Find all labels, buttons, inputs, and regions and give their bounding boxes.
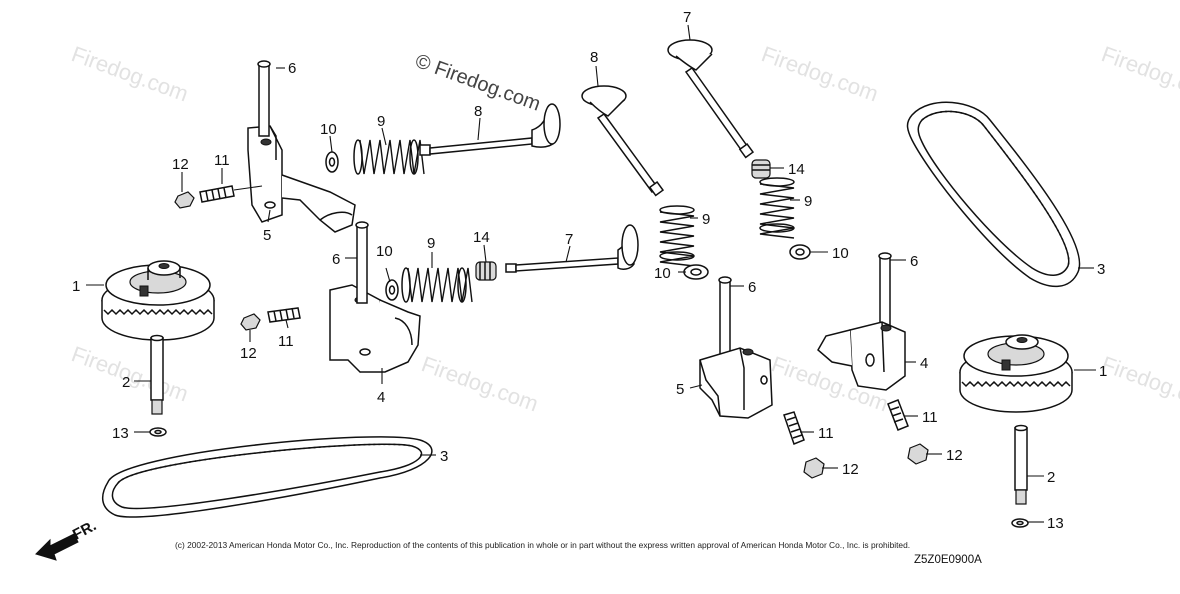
callout-14: 14 bbox=[788, 161, 805, 178]
exhaust-valve-upper-left bbox=[419, 103, 561, 156]
callout-4: 4 bbox=[377, 389, 385, 406]
valve-middle-8 bbox=[581, 85, 665, 197]
pin-right bbox=[1014, 424, 1028, 505]
callout-9: 9 bbox=[702, 211, 710, 228]
timing-belt-right bbox=[906, 101, 1081, 287]
callout-11: 11 bbox=[214, 152, 230, 169]
callout-13: 13 bbox=[1047, 515, 1064, 532]
spring-seat-lower-left bbox=[385, 279, 399, 301]
spring-seat-upper-right bbox=[789, 244, 811, 260]
watermark: Firedog.com bbox=[68, 41, 191, 106]
watermark: Firedog.com bbox=[1098, 41, 1180, 106]
adjusting-screw-middle bbox=[783, 411, 805, 445]
callout-6: 6 bbox=[748, 279, 756, 296]
callout-13: 13 bbox=[112, 425, 129, 442]
adjusting-screw-lower-left bbox=[267, 307, 301, 323]
lock-nut-lower-left bbox=[240, 313, 261, 331]
arrow-icon bbox=[35, 533, 79, 561]
callout-8: 8 bbox=[474, 103, 482, 120]
callout-14: 14 bbox=[473, 229, 490, 246]
callout-2: 2 bbox=[1047, 469, 1055, 486]
callout-12: 12 bbox=[842, 461, 859, 478]
rocker-arm-upper-left bbox=[247, 125, 356, 233]
callout-12: 12 bbox=[946, 447, 963, 464]
timing-pulley-right bbox=[959, 334, 1073, 413]
pivot-pin-right bbox=[878, 252, 892, 327]
callout-5: 5 bbox=[676, 381, 684, 398]
valve-spring-lower-left bbox=[401, 267, 473, 303]
timing-pulley-left bbox=[101, 260, 215, 341]
callout-numbers: 1 2 13 3 6 5 11 12 10 9 8 6 10 9 14 7 11… bbox=[72, 9, 1107, 532]
rocker-arm-right bbox=[817, 321, 906, 391]
callout-11: 11 bbox=[278, 333, 294, 350]
rocker-arm-middle bbox=[699, 347, 773, 419]
valve-stem-seal-lower-left bbox=[475, 261, 497, 281]
callout-5: 5 bbox=[263, 227, 271, 244]
pin-left bbox=[150, 334, 164, 415]
valve-stem-seal-upper-right bbox=[751, 159, 771, 179]
callout-1: 1 bbox=[72, 278, 80, 295]
callout-7: 7 bbox=[565, 231, 573, 248]
callout-1: 1 bbox=[1099, 363, 1107, 380]
valve-spring-upper-right bbox=[759, 177, 795, 239]
callout-3: 3 bbox=[1097, 261, 1105, 278]
leader-lines bbox=[86, 24, 1096, 523]
callout-4: 4 bbox=[920, 355, 928, 372]
spring-seat-upper-left bbox=[325, 151, 339, 173]
callout-7: 7 bbox=[683, 9, 691, 26]
front-direction-arrow: FR. bbox=[35, 517, 99, 561]
callout-6: 6 bbox=[910, 253, 918, 270]
callout-10: 10 bbox=[376, 243, 393, 260]
pivot-pin-upper-left bbox=[257, 60, 271, 137]
adjusting-screw-right bbox=[887, 399, 909, 431]
adjusting-screw-upper-left bbox=[199, 185, 263, 203]
callout-9: 9 bbox=[804, 193, 812, 210]
callout-11: 11 bbox=[922, 409, 938, 426]
callout-2: 2 bbox=[122, 374, 130, 391]
washer-right bbox=[1011, 518, 1029, 528]
timing-belt-left bbox=[101, 436, 433, 518]
callout-3: 3 bbox=[440, 448, 448, 465]
pivot-pin-lower-left bbox=[355, 221, 369, 304]
callout-12: 12 bbox=[172, 156, 189, 173]
callout-6: 6 bbox=[288, 60, 296, 77]
callout-8: 8 bbox=[590, 49, 598, 66]
callout-11: 11 bbox=[818, 425, 834, 442]
watermark: Firedog.com bbox=[758, 41, 881, 106]
pivot-pin-middle bbox=[718, 276, 732, 356]
callout-12: 12 bbox=[240, 345, 257, 362]
valve-spring-middle bbox=[659, 205, 695, 267]
rocker-arm-lower-left bbox=[329, 284, 421, 373]
copyright-notice: (c) 2002-2013 American Honda Motor Co., … bbox=[175, 540, 910, 550]
callout-10: 10 bbox=[654, 265, 671, 282]
callout-9: 9 bbox=[427, 235, 435, 252]
spring-seat-middle bbox=[683, 264, 709, 280]
valve-upper-right-7 bbox=[667, 39, 755, 159]
callout-10: 10 bbox=[320, 121, 337, 138]
valve-spring-upper-left bbox=[353, 139, 425, 175]
diagram-code: Z5Z0E0900A bbox=[914, 554, 982, 566]
callout-6: 6 bbox=[332, 251, 340, 268]
lock-nut-upper-left bbox=[174, 191, 195, 209]
lock-nut-right bbox=[907, 443, 929, 465]
callout-9: 9 bbox=[377, 113, 385, 130]
lock-nut-middle bbox=[803, 457, 825, 479]
watermark: Firedog.com bbox=[418, 351, 541, 416]
intake-valve-lower-left bbox=[505, 224, 639, 273]
washer-left bbox=[149, 427, 167, 437]
callout-10: 10 bbox=[832, 245, 849, 262]
watermark: Firedog.com bbox=[1098, 351, 1180, 416]
